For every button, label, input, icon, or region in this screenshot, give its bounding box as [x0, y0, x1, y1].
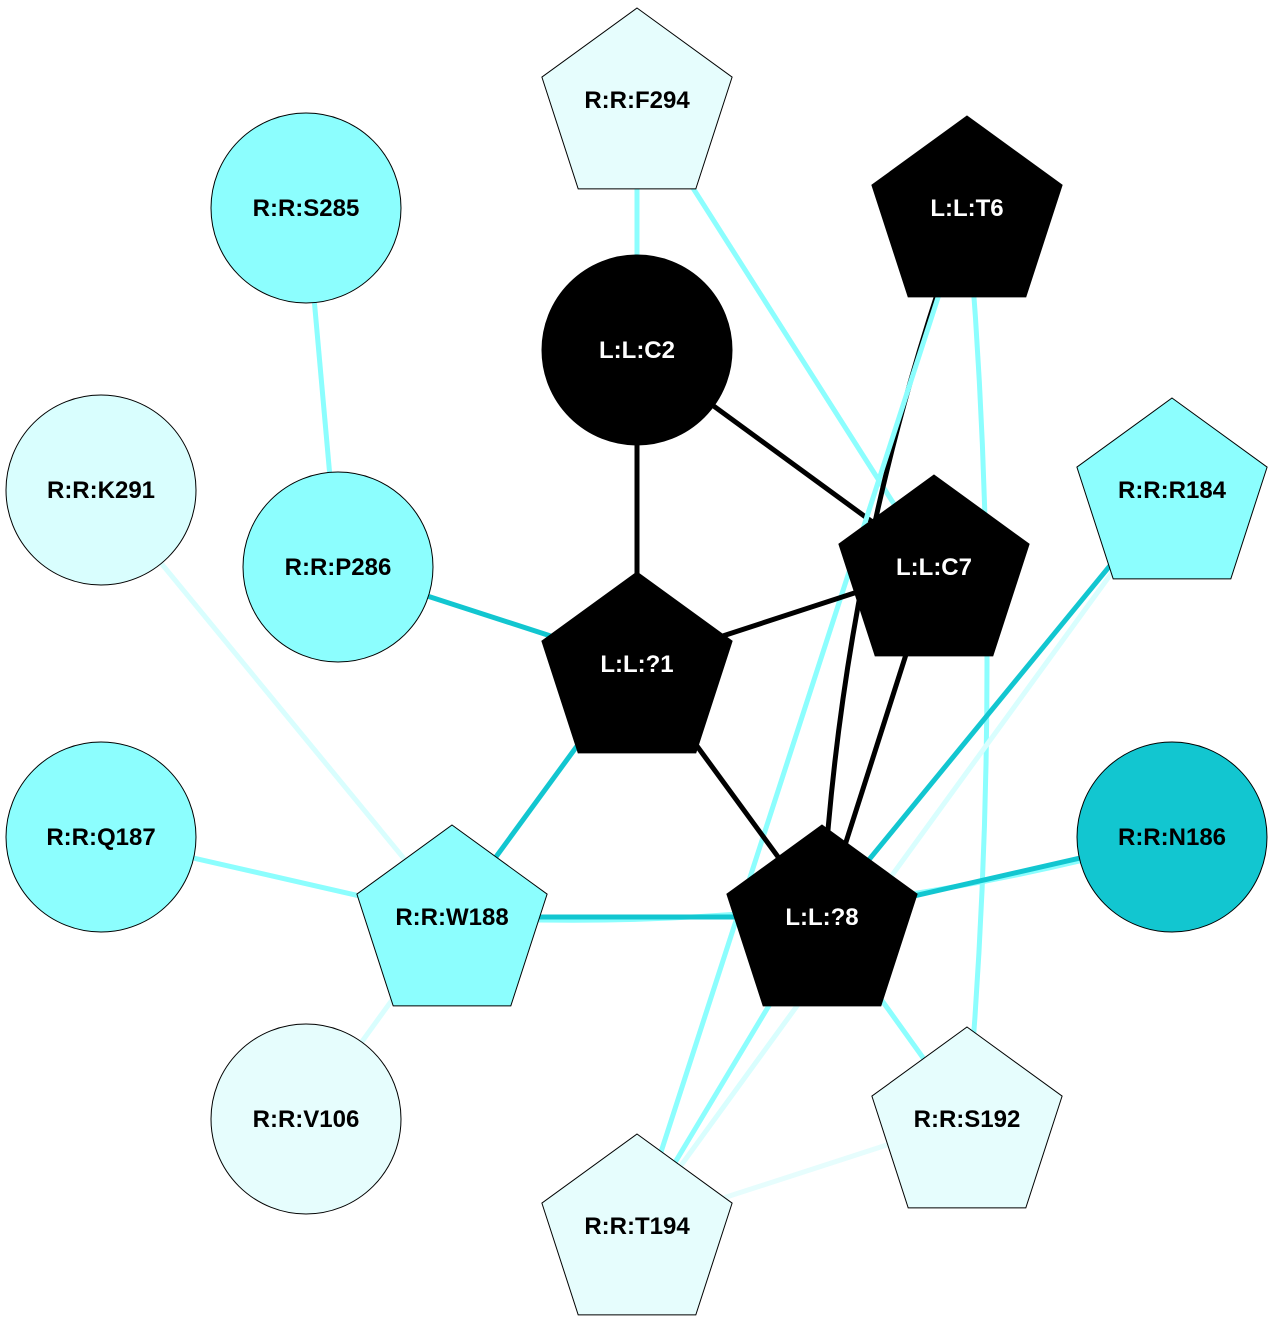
node-t6: L:L:T6: [871, 115, 1063, 298]
node-p286-shape: [242, 471, 434, 663]
node-n186-shape: [1076, 741, 1268, 933]
node-s285: R:R:S285: [210, 112, 402, 304]
node-c7: L:L:C7: [838, 474, 1030, 657]
node-s285-shape: [210, 112, 402, 304]
node-s192-label: R:R:S192: [914, 1106, 1021, 1133]
node-n186: R:R:N186: [1076, 741, 1268, 933]
node-k291: R:R:K291: [5, 394, 197, 586]
node-q187-shape: [5, 741, 197, 933]
node-r184-shape: [1076, 397, 1268, 580]
node-c2: L:L:C2: [541, 254, 733, 446]
node-w188: R:R:W188: [356, 824, 548, 1007]
node-t194-label: R:R:T194: [584, 1213, 690, 1240]
node-r184-label: R:R:R184: [1118, 477, 1227, 504]
node-q187: R:R:Q187: [5, 741, 197, 933]
node-p286: R:R:P286: [242, 471, 434, 663]
node-l1-label: L:L:?1: [600, 651, 673, 678]
node-w188-shape: [356, 824, 548, 1007]
node-c7-label: L:L:C7: [896, 554, 972, 581]
node-v106-label: R:R:V106: [253, 1106, 360, 1133]
edge-R184-T194: [634, 488, 1175, 1228]
node-t6-shape: [871, 115, 1063, 298]
node-s285-label: R:R:S285: [253, 195, 360, 222]
node-t6-label: L:L:T6: [930, 195, 1003, 222]
node-r184: R:R:R184: [1076, 397, 1268, 580]
node-c7-shape: [838, 474, 1030, 657]
node-s192: R:R:S192: [871, 1026, 1063, 1209]
node-c2-label: L:L:C2: [599, 337, 675, 364]
edge-T6-T194: [634, 207, 970, 1227]
node-f294: R:R:F294: [541, 7, 733, 190]
node-c2-shape: [541, 254, 733, 446]
node-t194-shape: [541, 1133, 733, 1316]
node-k291-label: R:R:K291: [47, 477, 155, 504]
node-n186-label: R:R:N186: [1118, 824, 1226, 851]
node-v106-shape: [210, 1023, 402, 1215]
node-s192-shape: [871, 1026, 1063, 1209]
node-t194: R:R:T194: [541, 1133, 733, 1316]
node-f294-shape: [541, 7, 733, 190]
node-l8: L:L:?8: [726, 824, 918, 1007]
node-l8-shape: [726, 824, 918, 1007]
node-p286-label: R:R:P286: [285, 554, 392, 581]
node-l8-label: L:L:?8: [785, 904, 858, 931]
node-w188-label: R:R:W188: [395, 904, 508, 931]
node-l1-shape: [541, 571, 733, 754]
node-f294-label: R:R:F294: [584, 87, 690, 114]
node-l1: L:L:?1: [541, 571, 733, 754]
node-v106: R:R:V106: [210, 1023, 402, 1215]
node-q187-label: R:R:Q187: [46, 824, 155, 851]
edge-T6-S192: [964, 207, 990, 1120]
node-k291-shape: [5, 394, 197, 586]
